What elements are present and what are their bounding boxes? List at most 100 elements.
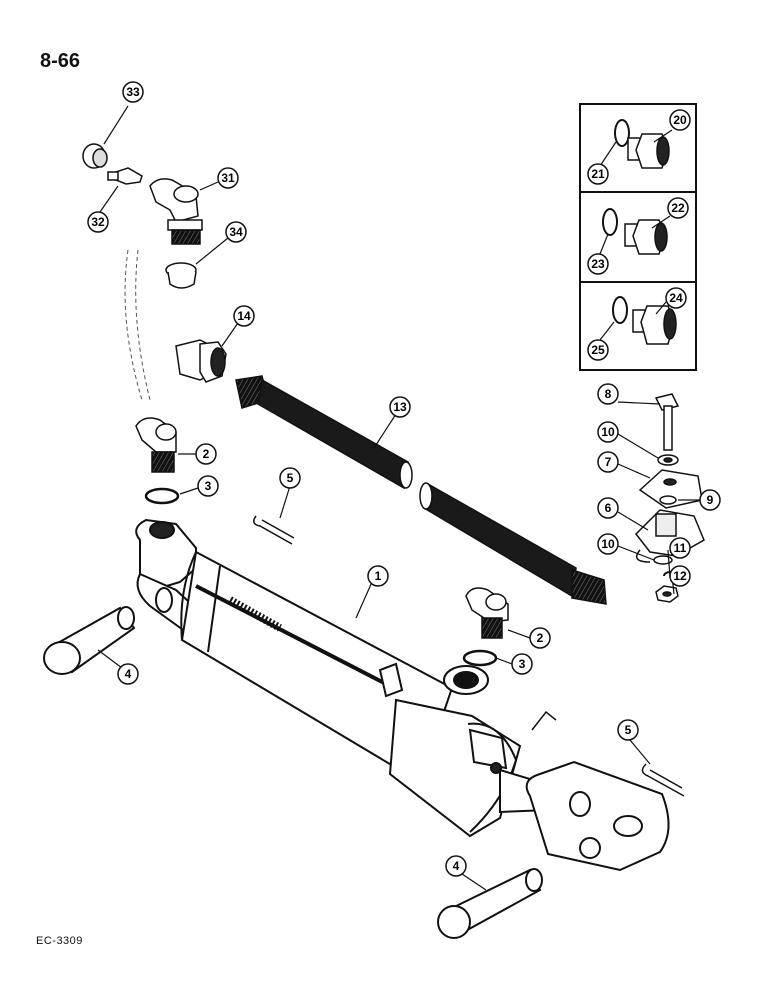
callout-label: 24: [669, 291, 683, 305]
pin-part-4-lower: [437, 868, 543, 939]
callout-c24: 24: [665, 287, 687, 309]
clamp-block-part-6: [635, 509, 705, 563]
callout-circle: [279, 467, 301, 489]
callout-label: 10: [601, 537, 615, 551]
callout-label: 23: [591, 257, 605, 271]
o-ring-part-21: [614, 119, 630, 147]
bleeder-part-32: [107, 167, 143, 185]
callout-label: 14: [237, 309, 251, 323]
callout-circle: [225, 221, 247, 243]
callout-label: 32: [91, 215, 105, 229]
adapter-part-20: [627, 133, 670, 169]
callout-circle: [699, 489, 721, 511]
callout-label: 33: [126, 85, 140, 99]
washer-part-10-upper: [657, 454, 679, 466]
callout-circle: [665, 287, 687, 309]
callout-circle: [669, 109, 691, 131]
callout-label: 21: [591, 167, 605, 181]
cotter-pin-part-5-lower: [641, 763, 685, 797]
callout-c3a: 3: [197, 475, 219, 497]
elbow-fitting-part-2-upper: [135, 417, 177, 473]
callout-circle: [669, 565, 691, 587]
callout-label: 13: [393, 400, 407, 414]
callout-c2b: 2: [529, 627, 551, 649]
callout-label: 1: [375, 569, 382, 583]
callout-circle: [389, 396, 411, 418]
cap-part-33: [82, 143, 108, 169]
seal-part-34: [165, 262, 197, 289]
callout-label: 4: [453, 859, 460, 873]
callout-c13: 13: [389, 396, 411, 418]
callout-c14: 14: [233, 305, 255, 327]
callout-circle: [597, 421, 619, 443]
adapter-part-24: [632, 305, 677, 345]
hydraulic-tube-part-13: [235, 375, 607, 605]
callout-c3b: 3: [511, 653, 533, 675]
callout-circle: [587, 163, 609, 185]
elbow-fitting-part-31: [149, 178, 203, 245]
page-number: 8-66: [40, 50, 81, 72]
callout-label: 4: [125, 667, 132, 681]
callout-label: 20: [673, 113, 687, 127]
callout-label: 9: [707, 493, 714, 507]
hydraulic-cylinder-part-1: [135, 518, 670, 872]
callout-circle: [117, 663, 139, 685]
fitting-part-14: [175, 339, 227, 383]
callout-c32: 32: [87, 211, 109, 233]
callout-label: 11: [674, 541, 687, 555]
callout-c9: 9: [699, 489, 721, 511]
cotter-pin-part-5-upper: [253, 515, 295, 545]
o-ring-part-25: [612, 296, 628, 324]
callout-label: 22: [671, 201, 685, 215]
callout-c33: 33: [122, 81, 144, 103]
callout-label: 2: [203, 447, 210, 461]
callout-label: 34: [229, 225, 243, 239]
callout-circle: [597, 383, 619, 405]
callout-circle: [197, 475, 219, 497]
reference-code: EC-3309: [36, 935, 83, 947]
callout-c34: 34: [225, 221, 247, 243]
callout-label: 2: [537, 631, 544, 645]
nut-part-12: [655, 585, 679, 603]
callout-c22: 22: [667, 197, 689, 219]
callout-c2a: 2: [195, 443, 217, 465]
callout-circle: [367, 565, 389, 587]
callout-circle: [597, 533, 619, 555]
callout-c10b: 10: [597, 533, 619, 555]
callout-circle: [587, 339, 609, 361]
o-ring-part-3-lower: [462, 649, 498, 667]
callout-c5b: 5: [617, 719, 639, 741]
callout-c31: 31: [217, 167, 239, 189]
washer-part-9: [659, 495, 677, 505]
callout-c8: 8: [597, 383, 619, 405]
elbow-fitting-part-2-lower: [465, 587, 509, 639]
callout-circle: [195, 443, 217, 465]
callout-c1: 1: [367, 565, 389, 587]
callout-circle: [667, 197, 689, 219]
callout-c20: 20: [669, 109, 691, 131]
callout-label: 7: [605, 455, 612, 469]
fitting-inset-panel: [579, 103, 697, 371]
callout-c4a: 4: [117, 663, 139, 685]
assembly-guide-lines: [124, 249, 151, 401]
callout-c10a: 10: [597, 421, 619, 443]
callout-leaders: [97, 105, 700, 891]
bolt-part-8: [654, 393, 680, 451]
callout-label: 25: [591, 343, 605, 357]
callout-circle: [617, 719, 639, 741]
callout-circle: [87, 211, 109, 233]
callout-circle: [529, 627, 551, 649]
callout-c6: 6: [597, 497, 619, 519]
callout-c12: 12: [669, 565, 691, 587]
callout-c11: 11: [669, 537, 691, 559]
callout-circle: [587, 253, 609, 275]
callout-label: 3: [519, 657, 526, 671]
callout-circle: [217, 167, 239, 189]
callout-label: 6: [605, 501, 612, 515]
callout-circle: [233, 305, 255, 327]
callout-c5a: 5: [279, 467, 301, 489]
callout-bubbles: 3332313414132351234542021222324258107961…: [87, 81, 721, 877]
clamp-plate-part-7: [638, 469, 703, 509]
callout-c23: 23: [587, 253, 609, 275]
